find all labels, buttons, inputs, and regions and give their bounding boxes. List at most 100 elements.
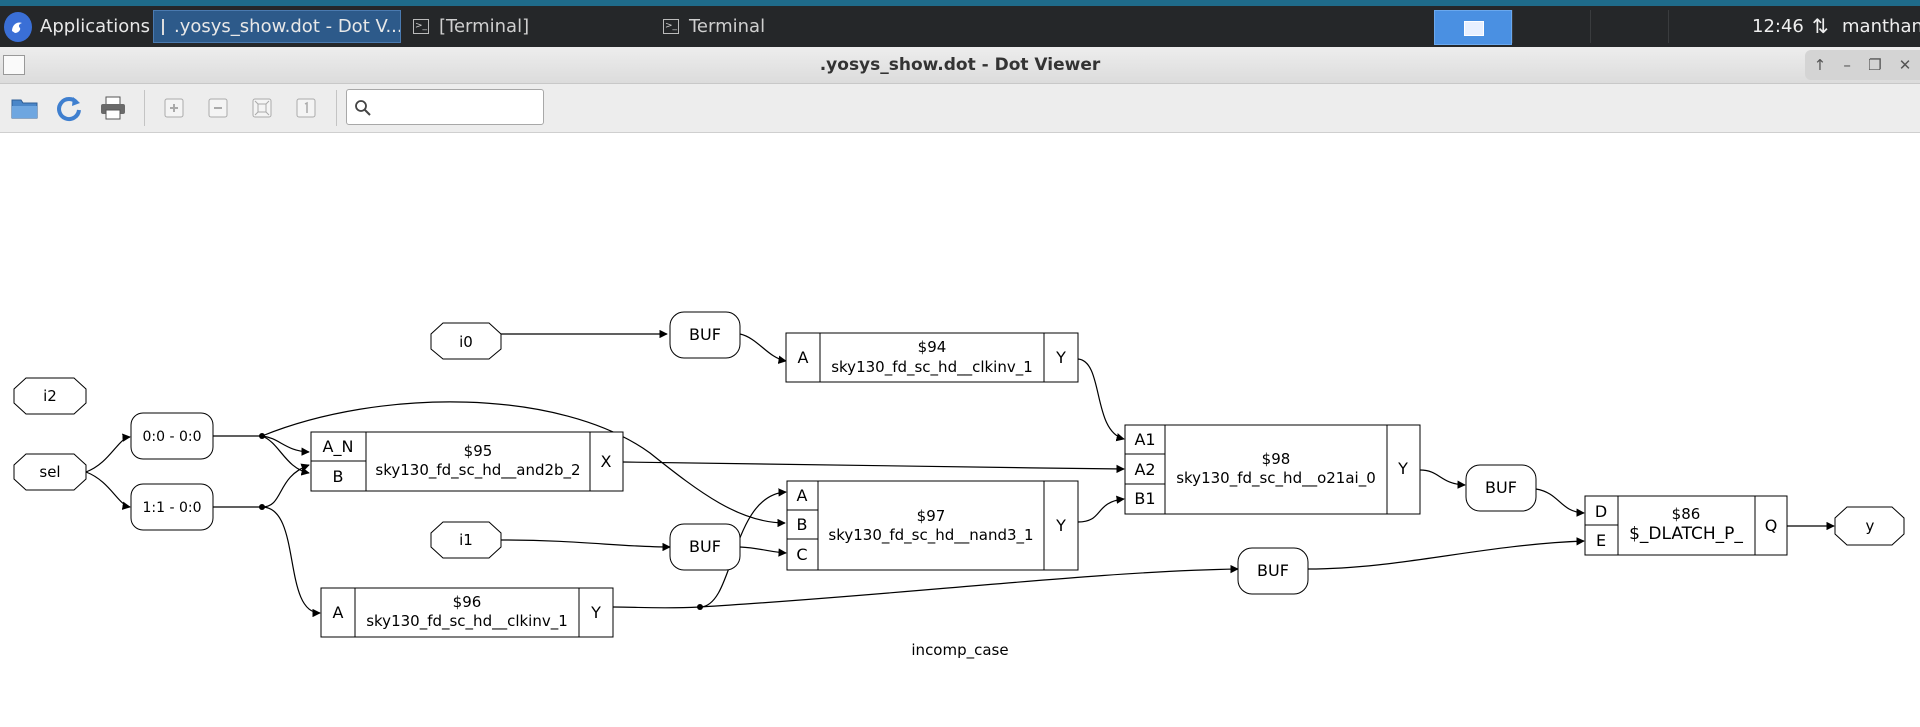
edge (1077, 358, 1125, 442)
workspace-4-button[interactable] (1668, 10, 1745, 43)
svg-text:D: D (1595, 502, 1607, 521)
workspace-2-button[interactable] (1512, 10, 1589, 43)
svg-text:BUF: BUF (1257, 561, 1289, 580)
svg-text:sky130_fd_sc_hd__o21ai_0: sky130_fd_sc_hd__o21ai_0 (1176, 469, 1376, 488)
task-label: Terminal (689, 16, 766, 37)
minimize-icon[interactable]: – (1843, 56, 1851, 74)
svg-text:BUF: BUF (1485, 478, 1517, 497)
svg-text:$97: $97 (917, 507, 946, 525)
buf-node[interactable]: BUF (669, 311, 741, 359)
port-i0[interactable]: i0 (430, 322, 502, 360)
svg-text:A: A (797, 486, 808, 505)
svg-text:sky130_fd_sc_hd__and2b_2: sky130_fd_sc_hd__and2b_2 (375, 461, 580, 480)
edge (261, 463, 310, 508)
edge (739, 546, 787, 557)
search-icon (355, 100, 371, 116)
junction-dot (697, 604, 703, 610)
task-terminal-1[interactable]: >_ [Terminal] (405, 6, 650, 47)
task-label: .yosys_show.dot - Dot V... (174, 16, 401, 37)
svg-text:i2: i2 (43, 387, 57, 405)
svg-text:BUF: BUF (689, 537, 721, 556)
port-sel[interactable]: sel (13, 453, 87, 491)
zoom-out-button[interactable] (202, 92, 234, 124)
svg-text:sky130_fd_sc_hd__clkinv_1: sky130_fd_sc_hd__clkinv_1 (366, 612, 568, 631)
svg-text:A: A (798, 348, 809, 367)
maximize-icon[interactable]: ❐ (1868, 56, 1882, 74)
window-title: .yosys_show.dot - Dot Viewer (819, 55, 1101, 75)
cell-97[interactable]: A B C $97 sky130_fd_sc_hd__nand3_1 Y (786, 480, 1079, 571)
edge (500, 539, 671, 552)
svg-text:A_N: A_N (323, 437, 354, 457)
slice-node-1[interactable]: 1:1 - 0:0 (130, 483, 214, 531)
edge (1077, 495, 1125, 523)
cell-98[interactable]: A1 A2 B1 $98 sky130_fd_sc_hd__o21ai_0 Y (1124, 424, 1421, 515)
shade-icon[interactable]: ↑ (1813, 56, 1827, 74)
svg-text:Q: Q (1765, 516, 1778, 535)
print-icon (101, 96, 125, 120)
svg-text:$96: $96 (453, 593, 482, 611)
edge (1307, 537, 1585, 570)
workspace-1-button[interactable] (1434, 10, 1512, 45)
close-icon[interactable]: ✕ (1898, 56, 1912, 74)
cell-86[interactable]: D E $86 $_DLATCH_P_ Q (1584, 495, 1788, 556)
applications-label: Applications (40, 16, 150, 37)
svg-text:sel: sel (39, 463, 60, 481)
svg-text:i1: i1 (459, 531, 473, 549)
window-menu-icon[interactable] (3, 55, 25, 75)
edge (261, 401, 786, 528)
port-i2[interactable]: i2 (13, 377, 87, 415)
network-icon[interactable]: ⇅ (1812, 14, 1829, 38)
applications-menu-button[interactable]: Applications (0, 6, 150, 47)
zoom-out-icon (208, 98, 228, 118)
port-i1[interactable]: i1 (430, 521, 502, 559)
svg-text:B: B (333, 467, 344, 486)
reload-icon (57, 97, 81, 122)
edge (85, 433, 131, 473)
top-accent-strip (0, 0, 1920, 6)
clock[interactable]: 12:46 (1752, 16, 1804, 37)
graph-caption: incomp_case (911, 641, 1008, 660)
buf-node[interactable]: BUF (1465, 464, 1537, 512)
edge (1419, 469, 1466, 489)
open-file-icon (11, 99, 38, 119)
window-titlebar[interactable]: .yosys_show.dot - Dot Viewer ↑ – ❐ ✕ (0, 47, 1920, 84)
svg-text:Y: Y (590, 603, 601, 622)
svg-text:i0: i0 (459, 333, 473, 351)
terminal-icon: >_ (413, 19, 429, 34)
svg-text:Y: Y (1397, 459, 1408, 478)
user-menu[interactable]: manthan (1842, 16, 1920, 37)
window-icon (162, 18, 164, 35)
buf-node[interactable]: BUF (1237, 547, 1309, 595)
zoom-in-icon (164, 98, 184, 118)
zoom-100-button[interactable] (290, 92, 322, 124)
zoom-in-button[interactable] (158, 92, 190, 124)
svg-text:$98: $98 (1262, 450, 1291, 468)
open-file-button[interactable] (9, 92, 41, 124)
edge (612, 606, 701, 609)
graph-canvas[interactable]: i0 i2 sel i1 y 0:0 - 0:0 1:1 - 0:0 BUF B… (0, 133, 1920, 727)
reload-button[interactable] (53, 92, 85, 124)
slice-node-0[interactable]: 0:0 - 0:0 (130, 412, 214, 460)
buf-node[interactable]: BUF (669, 523, 741, 571)
taskbar: Applications .yosys_show.dot - Dot V... … (0, 6, 1920, 47)
cell-96[interactable]: A $96 sky130_fd_sc_hd__clkinv_1 Y (320, 587, 614, 638)
port-y[interactable]: y (1834, 506, 1905, 546)
toolbar (0, 84, 1920, 133)
edge (85, 471, 131, 510)
window-controls: ↑ – ❐ ✕ (1805, 50, 1920, 80)
zoom-fit-button[interactable] (246, 92, 278, 124)
edge (261, 506, 321, 618)
applications-logo-icon (4, 11, 33, 42)
cell-95[interactable]: A_N B $95 sky130_fd_sc_hd__and2b_2 X (310, 431, 624, 492)
svg-text:$_DLATCH_P_: $_DLATCH_P_ (1629, 524, 1743, 544)
search-input[interactable] (379, 94, 541, 122)
workspace-3-button[interactable] (1590, 10, 1667, 43)
svg-text:E: E (1596, 531, 1606, 550)
search-field[interactable] (346, 89, 544, 125)
print-button[interactable] (97, 92, 129, 124)
edge (699, 564, 1239, 608)
svg-text:y: y (1866, 517, 1875, 535)
task-terminal-2[interactable]: >_ Terminal (655, 6, 900, 47)
task-dot-viewer[interactable]: .yosys_show.dot - Dot V... (153, 10, 401, 43)
cell-94[interactable]: A $94 sky130_fd_sc_hd__clkinv_1 Y (785, 332, 1079, 383)
